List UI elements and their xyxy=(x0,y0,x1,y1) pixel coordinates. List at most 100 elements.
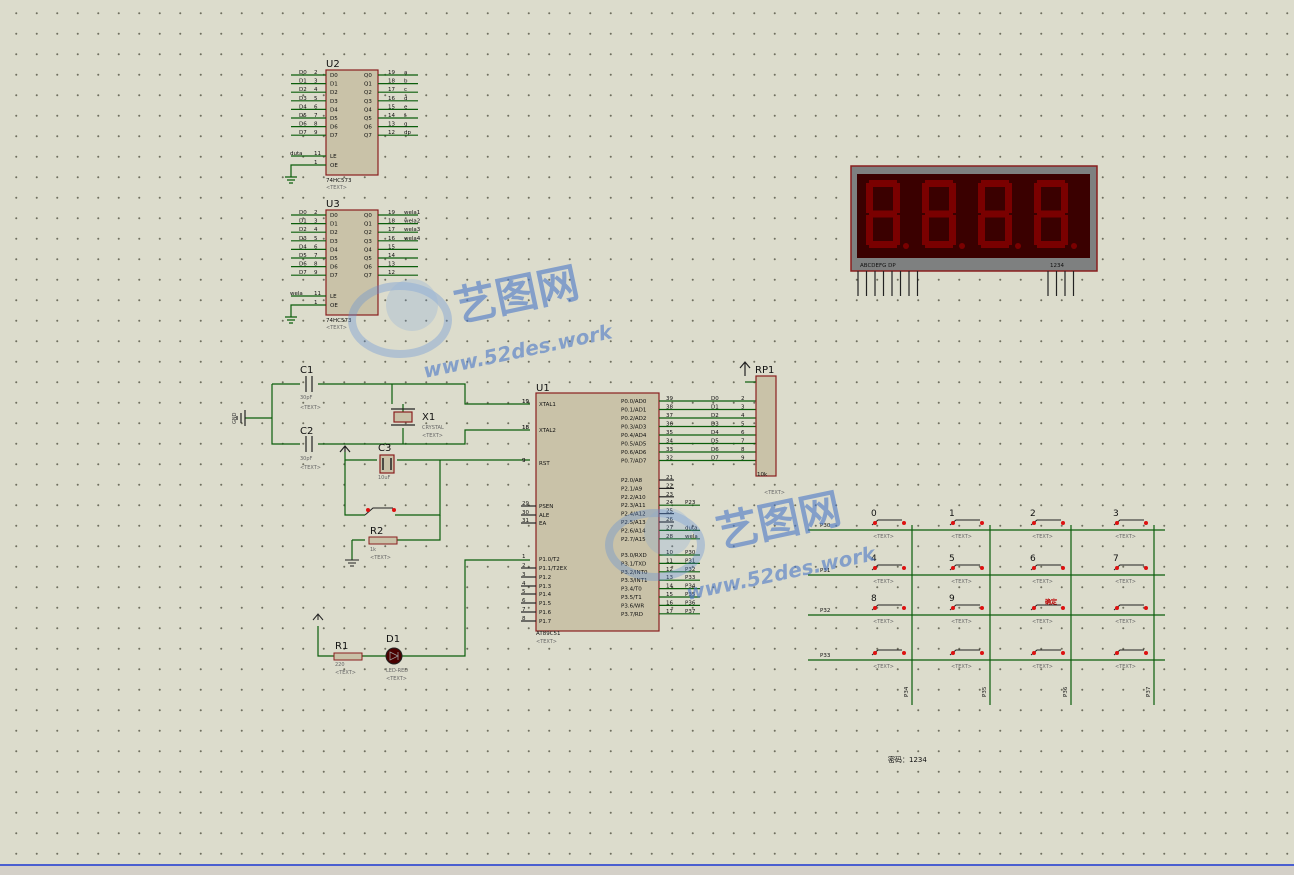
u1-net-label: D3 xyxy=(711,422,719,428)
key-contact xyxy=(1032,521,1036,525)
u1-pin-num: 12 xyxy=(666,567,673,573)
u2-out-pin: 19 xyxy=(388,70,395,76)
u1-net-label: D0 xyxy=(711,396,719,402)
u2-in-net: D0 xyxy=(299,70,307,76)
keypad-col-net: P35 xyxy=(982,686,988,697)
u1-net-label: D6 xyxy=(711,447,719,453)
u1-pin-num: 32 xyxy=(666,456,673,462)
u2-in-net: D7 xyxy=(299,130,307,136)
u1-pin-num: 9 xyxy=(522,458,526,464)
seven-segment-display[interactable]: ABCDEFG DP 1234 xyxy=(850,165,1098,296)
u1-pin-name: ALE xyxy=(539,513,550,519)
reset-circuit: 1k <TEXT> xyxy=(339,445,530,567)
key-text: <TEXT> xyxy=(951,619,972,625)
u1-pin-name: P2.5/A13 xyxy=(621,520,646,526)
u3-part: 74HC573 xyxy=(326,318,352,324)
u3-in-net: D2 xyxy=(299,227,307,233)
digit-segment xyxy=(978,215,985,245)
u2-in-net: D1 xyxy=(299,79,307,85)
u1-pin-num: 34 xyxy=(666,439,673,445)
u1-pin-num: 38 xyxy=(666,405,673,411)
u2-out-name: Q7 xyxy=(364,133,372,139)
u1-microcontroller[interactable]: U1XTAL119XTAL218RST9PSEN29ALE30EA31P1.0/… xyxy=(521,383,756,645)
u1-pin-num: 4 xyxy=(522,581,526,587)
c3-value: 10uF xyxy=(378,475,391,481)
pin18: 18 xyxy=(522,425,529,431)
digit-segment xyxy=(1005,183,1012,213)
d1-ref: D1 xyxy=(386,634,400,645)
u1-net-label: P33 xyxy=(685,575,696,581)
key-contact xyxy=(873,651,877,655)
key-highlight-label: 确定 xyxy=(1045,598,1057,606)
key-contact xyxy=(1144,566,1148,570)
key-label: 4 xyxy=(871,554,877,564)
u3-out-name: Q7 xyxy=(364,273,372,279)
pin9: 9 xyxy=(522,458,526,464)
digit-segment xyxy=(925,180,953,187)
u3-in-pin: 3 xyxy=(314,219,318,225)
u3-out-pin: 16 xyxy=(388,236,395,242)
keypad-col-net: P34 xyxy=(904,686,910,697)
u2-in-net: D2 xyxy=(299,87,307,93)
r2-value: 1k xyxy=(370,547,376,553)
u3-in-name: D7 xyxy=(330,273,338,279)
u2-out-net: d xyxy=(404,96,408,102)
keypad-row-net: P33 xyxy=(820,653,831,659)
key-text: <TEXT> xyxy=(873,579,894,585)
u1-body xyxy=(535,392,660,632)
c3-ref: C3 xyxy=(378,443,391,454)
key-label: 8 xyxy=(871,594,877,604)
u1-pin-num: 39 xyxy=(666,396,673,402)
u1-pin-name: RST xyxy=(539,461,550,467)
key-label: 5 xyxy=(949,554,955,564)
u1-pin-name: P3.1/TXD xyxy=(621,561,646,567)
u3-out-net: wela4 xyxy=(404,236,421,242)
u3-out-pin: 15 xyxy=(388,244,395,250)
u3-out-net: wela3 xyxy=(404,227,421,233)
u1-pin-name: P2.1/A9 xyxy=(621,486,643,492)
u2-out-net: b xyxy=(404,79,408,85)
rp1-body xyxy=(755,375,777,477)
keypad-row-net: P31 xyxy=(820,568,830,574)
digit-dp xyxy=(1071,243,1077,249)
u3-le-name: LE xyxy=(330,294,337,300)
u3-in-name: D2 xyxy=(330,230,338,236)
u1-pin-name: P1.5 xyxy=(539,601,552,607)
u3-in-name: D6 xyxy=(330,265,338,271)
u3-in-pin: 9 xyxy=(314,270,318,276)
u3-in-pin: 7 xyxy=(314,253,318,259)
u1-net-label: P31 xyxy=(685,558,695,564)
digit-labels: 1234 xyxy=(1050,263,1064,269)
digit-segment xyxy=(1061,215,1068,245)
u2-out-pin: 17 xyxy=(388,87,395,93)
u1-pin-num: 17 xyxy=(666,609,673,615)
u3-in-net: D0 xyxy=(299,210,307,216)
u1-net-label: wela xyxy=(685,534,698,540)
u1-pin-name: P1.6 xyxy=(539,610,552,616)
u2-out-name: Q4 xyxy=(364,107,372,113)
u1-ref: U1 xyxy=(536,383,550,394)
u3-in-name: D1 xyxy=(330,222,338,228)
u3-in-net: D1 xyxy=(299,219,307,225)
u1-pin-name: P3.0/RXD xyxy=(621,553,647,559)
u3-in-net: D6 xyxy=(299,262,307,268)
u3-out-name: Q4 xyxy=(364,247,372,253)
digit-segment xyxy=(949,183,956,213)
u2-out-name: Q0 xyxy=(364,73,372,79)
u3-in-pin: 8 xyxy=(314,262,318,268)
key-contact xyxy=(980,606,984,610)
u1-pin-num: 29 xyxy=(522,501,529,507)
watermark-logo: 艺图网 xyxy=(450,258,583,332)
u1-pin-name: P2.0/A8 xyxy=(621,478,643,484)
key-contact xyxy=(1061,521,1065,525)
c1-value: 30pF xyxy=(300,395,313,401)
gnd-label: GND xyxy=(232,412,238,424)
key-text: <TEXT> xyxy=(1032,664,1053,670)
digit-segment xyxy=(893,183,900,213)
u2-out-pin: 18 xyxy=(388,79,395,85)
u2-oe-name: OE xyxy=(330,163,338,169)
